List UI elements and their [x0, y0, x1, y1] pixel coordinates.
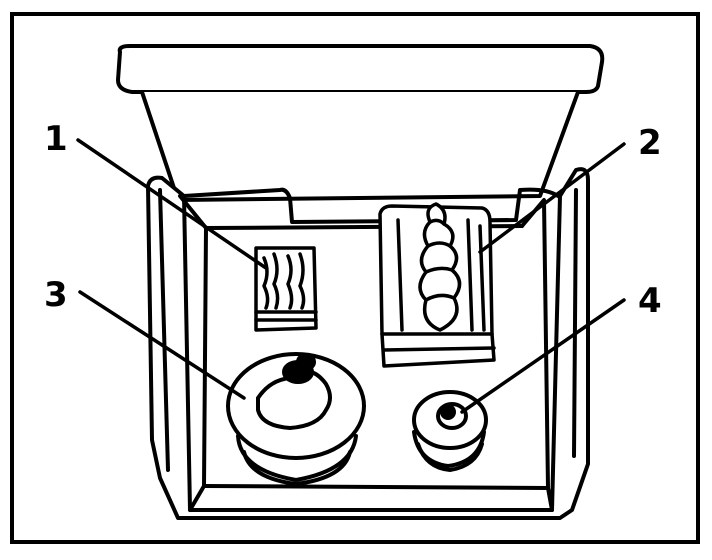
item-4-small-cup	[412, 390, 488, 472]
leader-line-2	[478, 142, 626, 254]
leader-lines	[76, 138, 626, 414]
callout-4: 4	[638, 281, 662, 321]
item-1-packet	[254, 246, 318, 332]
item-3-round-tin	[226, 352, 366, 486]
callout-2: 2	[638, 123, 662, 163]
callout-1: 1	[44, 119, 68, 159]
leader-line-3	[78, 290, 246, 400]
item-2-carton	[378, 202, 496, 368]
callout-3: 3	[44, 275, 68, 315]
leader-line-4	[460, 298, 626, 414]
leader-line-1	[76, 138, 268, 270]
